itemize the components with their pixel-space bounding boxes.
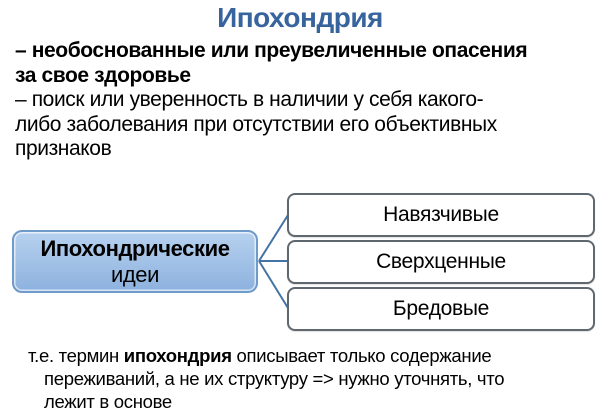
diagram-branch-label: Сверхценные [376,250,506,273]
footnote-term: ипохондрия [123,345,232,366]
diagram-branch-label: Бредовые [392,297,490,320]
diagram-branch-obsessive: Навязчивые [287,193,595,237]
diagram-branch-label: Навязчивые [383,203,499,226]
diagram-root-label-regular: идеи [110,261,160,287]
diagram-branch-overvalued: Сверхценные [287,240,595,284]
footnote: т.е. термин ипохондрия описывает только … [28,344,588,412]
footnote-suffix: описывает только содержание переживаний,… [44,345,505,412]
definition-secondary: – поиск или уверенность в наличии у себя… [15,88,497,160]
definitions-block: – необоснованные или преувеличенные опас… [15,39,593,162]
diagram-root-label-bold: Ипохондрические [40,235,230,261]
slide-title: Ипохондрия [217,2,383,33]
diagram-branch-delusional: Бредовые [287,287,595,331]
diagram-root-box: Ипохондрические идеи [12,230,258,293]
definition-primary: – необоснованные или преувеличенные опас… [15,39,528,87]
footnote-prefix: т.е. термин [28,345,124,366]
